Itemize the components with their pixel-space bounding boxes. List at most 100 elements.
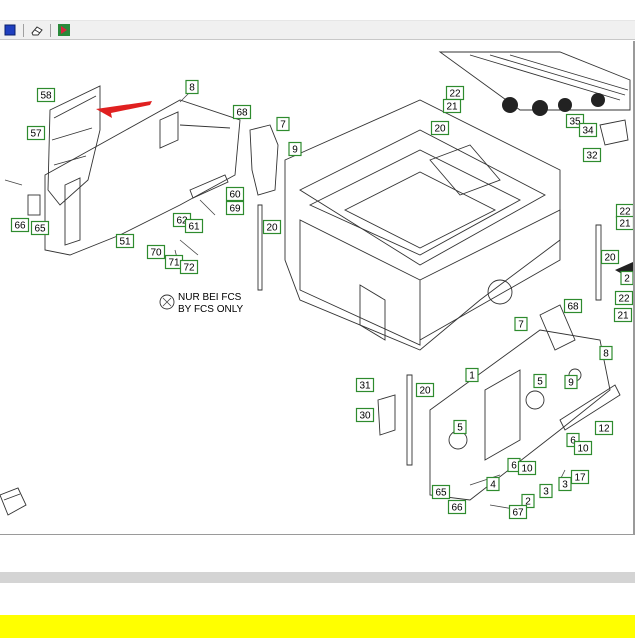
side-frame-51-detail bbox=[64, 111, 231, 246]
callout-c2[interactable]: 2 bbox=[620, 270, 633, 286]
callout-c21c[interactable]: 21 bbox=[613, 307, 633, 323]
callout-label: 10 bbox=[521, 464, 533, 475]
callout-c67[interactable]: 67 bbox=[508, 504, 528, 520]
toolbar-separator bbox=[50, 23, 51, 37]
callout-c51[interactable]: 51 bbox=[115, 233, 135, 249]
callout-box bbox=[615, 215, 633, 231]
callout-box bbox=[225, 186, 245, 202]
callout-c61[interactable]: 61 bbox=[184, 218, 204, 234]
callout-box bbox=[262, 219, 282, 235]
callout-c34[interactable]: 34 bbox=[578, 122, 598, 138]
callout-c5a[interactable]: 5 bbox=[533, 373, 547, 389]
callout-c69[interactable]: 69 bbox=[225, 200, 245, 216]
callout-c22a[interactable]: 22 bbox=[445, 85, 465, 101]
callout-label: 21 bbox=[446, 102, 458, 113]
blue-square-icon bbox=[4, 24, 16, 36]
export-button[interactable] bbox=[57, 23, 71, 37]
callout-c20d[interactable]: 20 bbox=[415, 382, 435, 398]
callout-label: 1 bbox=[469, 371, 475, 382]
callout-c12[interactable]: 12 bbox=[594, 420, 614, 436]
callout-c8a[interactable]: 8 bbox=[185, 79, 199, 95]
callout-label: 7 bbox=[518, 320, 524, 331]
callout-box bbox=[582, 147, 602, 163]
callout-c9a[interactable]: 9 bbox=[288, 141, 302, 157]
cover-panel-57 bbox=[47, 85, 101, 206]
callout-c20a[interactable]: 20 bbox=[262, 219, 282, 235]
callout-c2b[interactable]: 2 bbox=[521, 493, 535, 509]
callout-c68a[interactable]: 68 bbox=[232, 104, 252, 120]
leader-lines-left bbox=[4, 89, 216, 263]
callout-box bbox=[184, 218, 204, 234]
export-icon bbox=[58, 24, 70, 36]
callout-c1[interactable]: 1 bbox=[465, 367, 479, 383]
callout-box bbox=[599, 345, 613, 361]
callout-c4[interactable]: 4 bbox=[486, 476, 500, 492]
callout-c65b[interactable]: 65 bbox=[431, 484, 451, 500]
callout-c60[interactable]: 60 bbox=[225, 186, 245, 202]
horizontal-scrollbar[interactable] bbox=[0, 572, 635, 583]
callout-box bbox=[355, 377, 375, 393]
callout-c68b[interactable]: 68 bbox=[563, 298, 583, 314]
callout-label: 4 bbox=[490, 480, 496, 491]
callout-c66b[interactable]: 66 bbox=[447, 499, 467, 515]
callout-c21a[interactable]: 21 bbox=[442, 98, 462, 114]
select-area-button[interactable] bbox=[3, 23, 17, 37]
callout-box bbox=[430, 120, 450, 136]
callout-label: 35 bbox=[569, 117, 581, 128]
callout-c5b[interactable]: 5 bbox=[453, 419, 467, 435]
callout-c20c[interactable]: 20 bbox=[600, 249, 620, 265]
callout-c3a[interactable]: 3 bbox=[539, 483, 553, 499]
callout-box bbox=[10, 217, 30, 233]
callout-c7b[interactable]: 7 bbox=[514, 316, 528, 332]
front-opening bbox=[359, 284, 386, 341]
callout-c3b[interactable]: 3 bbox=[558, 476, 572, 492]
callout-c66a[interactable]: 66 bbox=[10, 217, 30, 233]
main-frame-side-wall bbox=[419, 209, 561, 341]
eraser-button[interactable] bbox=[30, 23, 44, 37]
callout-c65a[interactable]: 65 bbox=[30, 220, 50, 236]
callout-box bbox=[563, 298, 583, 314]
callout-label: 21 bbox=[617, 311, 629, 322]
callout-c9b[interactable]: 9 bbox=[564, 374, 578, 390]
callout-c17[interactable]: 17 bbox=[570, 469, 590, 485]
callout-c10a[interactable]: 10 bbox=[573, 440, 593, 456]
callout-c21b[interactable]: 21 bbox=[615, 215, 634, 231]
callout-label: 22 bbox=[618, 294, 630, 305]
callout-c20b[interactable]: 20 bbox=[430, 120, 450, 136]
callout-c70[interactable]: 70 bbox=[146, 244, 166, 260]
callout-c31[interactable]: 31 bbox=[355, 377, 375, 393]
callout-c22c[interactable]: 22 bbox=[614, 290, 633, 306]
exploded-parts-diagram: NUR BEI FCS BY FCS ONLY 5857868796069206… bbox=[0, 51, 634, 520]
callout-box bbox=[533, 373, 547, 389]
gas-strut-20-lower bbox=[406, 374, 413, 466]
callout-box bbox=[564, 374, 578, 390]
bracket-60 bbox=[189, 174, 229, 199]
callout-box bbox=[573, 440, 593, 456]
callout-c72[interactable]: 72 bbox=[179, 259, 199, 275]
callout-label: 60 bbox=[229, 190, 241, 201]
callout-label: 62 bbox=[176, 216, 188, 227]
toolbar-separator bbox=[23, 23, 24, 37]
callout-label: 8 bbox=[189, 83, 195, 94]
plate-65 bbox=[27, 194, 41, 216]
callout-label: 10 bbox=[577, 444, 589, 455]
callout-label: 30 bbox=[359, 411, 371, 422]
callout-c10b[interactable]: 10 bbox=[517, 460, 537, 476]
callout-box bbox=[558, 476, 572, 492]
cover-7-left bbox=[249, 124, 279, 196]
callout-c8b[interactable]: 8 bbox=[599, 345, 613, 361]
callout-c57[interactable]: 57 bbox=[26, 125, 46, 141]
bracket-12 bbox=[559, 384, 621, 431]
callout-c30[interactable]: 30 bbox=[355, 407, 375, 423]
callout-box bbox=[447, 499, 467, 515]
callout-c32[interactable]: 32 bbox=[582, 147, 602, 163]
track-wheel-1 bbox=[502, 97, 518, 113]
callout-c22b[interactable]: 22 bbox=[615, 203, 634, 219]
callout-c58[interactable]: 58 bbox=[36, 87, 56, 103]
callout-label: 66 bbox=[14, 221, 26, 232]
callout-label: 20 bbox=[419, 386, 431, 397]
callout-label: 5 bbox=[457, 423, 463, 434]
callout-c7a[interactable]: 7 bbox=[276, 116, 290, 132]
